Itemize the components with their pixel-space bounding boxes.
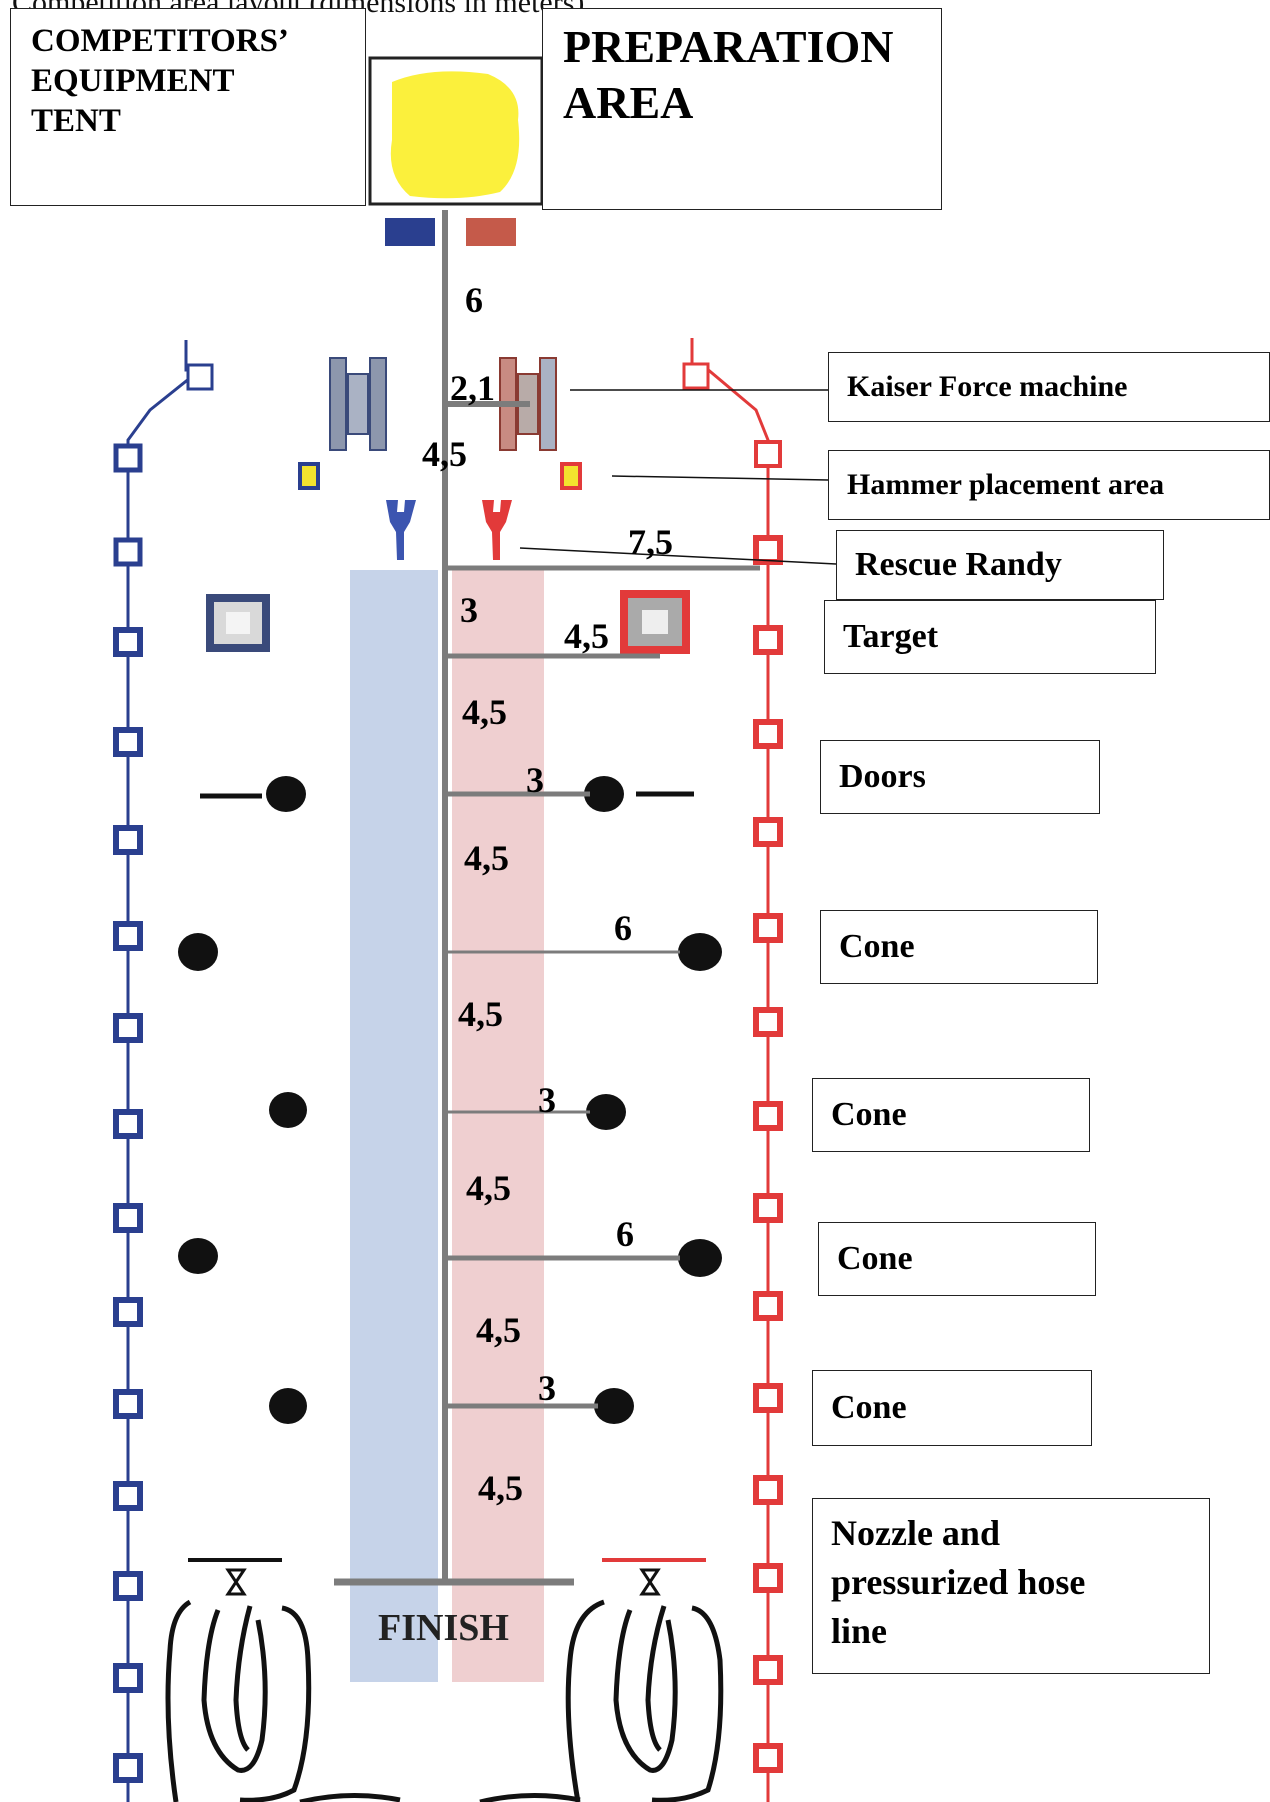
dimension-label: 4,5 — [478, 1468, 523, 1508]
red-rescue-randy — [482, 500, 512, 560]
blue-rescue-randy — [386, 500, 416, 560]
dimension-label: 3 — [526, 760, 544, 800]
cone-label: Cone — [820, 910, 1098, 984]
blue-start-mat — [385, 218, 435, 246]
target-label: Target — [824, 600, 1156, 674]
dimension-label: 4,5 — [422, 434, 467, 474]
blue-target — [206, 594, 270, 652]
dimension-label: 6 — [616, 1214, 634, 1254]
label-pointer-lines — [519, 389, 837, 565]
finish-label: FINISH — [378, 1607, 509, 1649]
dimension-label: 3 — [538, 1080, 556, 1120]
blue-cone-2 — [269, 1092, 307, 1128]
cone-label: Cone — [812, 1370, 1092, 1446]
red-target — [620, 590, 690, 654]
dimension-label: 7,5 — [628, 522, 673, 562]
nozzle-label-line: line — [831, 1611, 888, 1651]
blue-cone-3 — [178, 1238, 218, 1274]
blue-track — [113, 340, 214, 1802]
red-start-mat — [466, 218, 516, 246]
blue-kaiser-machine — [329, 357, 387, 451]
dimension-label: 6 — [465, 280, 483, 320]
red-cone-2 — [586, 1094, 626, 1130]
red-door — [584, 776, 694, 812]
kaiser-force-machine-label: Kaiser Force machine — [828, 352, 1270, 422]
cone-label: Cone — [812, 1078, 1090, 1152]
dimension-label: 3 — [538, 1368, 556, 1408]
dimension-label: 4,5 — [464, 838, 509, 878]
preparation-label-line: PREPARATION — [563, 21, 894, 72]
red-lane — [452, 570, 544, 1682]
red-nozzle-icon — [639, 1568, 661, 1596]
dimension-label: 2,1 — [450, 368, 495, 408]
red-cone-4 — [594, 1388, 634, 1424]
doors-label: Doors — [820, 740, 1100, 814]
red-track — [682, 338, 783, 1802]
nozzle-label-line: pressurized hose — [831, 1562, 1086, 1602]
dimension-label: 6 — [614, 908, 632, 948]
dimension-label: 4,5 — [564, 616, 609, 656]
dimension-label: 4,5 — [462, 692, 507, 732]
blue-hammer-area — [298, 462, 320, 490]
blue-lane — [350, 570, 438, 1682]
competitors-equipment-tent-box: COMPETITORS’ EQUIPMENT TENT — [10, 8, 366, 206]
blue-nozzle-icon — [225, 1568, 247, 1596]
red-hose-line — [479, 1599, 724, 1802]
red-kaiser-machine — [499, 357, 557, 451]
rescue-randy-label: Rescue Randy — [836, 530, 1164, 600]
red-cone-1 — [678, 933, 722, 971]
nozzle-hose-line-label: Nozzle and pressurized hose line — [812, 1498, 1210, 1674]
tent-fill — [390, 71, 520, 199]
blue-cone-1 — [178, 933, 218, 971]
blue-hose-line — [165, 1599, 401, 1802]
blue-cone-4 — [269, 1388, 307, 1424]
tent-label-line: COMPETITORS’ — [31, 23, 289, 59]
tent-label-line: EQUIPMENT — [31, 63, 235, 99]
nozzle-label-line: Nozzle and — [831, 1513, 1000, 1553]
blue-door — [200, 776, 306, 812]
dimension-label: 4,5 — [476, 1310, 521, 1350]
preparation-label-line: AREA — [563, 77, 694, 128]
hammer-placement-area-label: Hammer placement area — [828, 450, 1270, 520]
red-cone-3 — [678, 1239, 722, 1277]
tent-label-line: TENT — [31, 103, 121, 139]
cone-label: Cone — [818, 1222, 1096, 1296]
red-hammer-area — [560, 462, 582, 490]
preparation-area-box: PREPARATION AREA — [542, 8, 942, 210]
dimension-label: 4,5 — [458, 994, 503, 1034]
dimension-label: 4,5 — [466, 1168, 511, 1208]
dimension-label: 3 — [460, 590, 478, 630]
